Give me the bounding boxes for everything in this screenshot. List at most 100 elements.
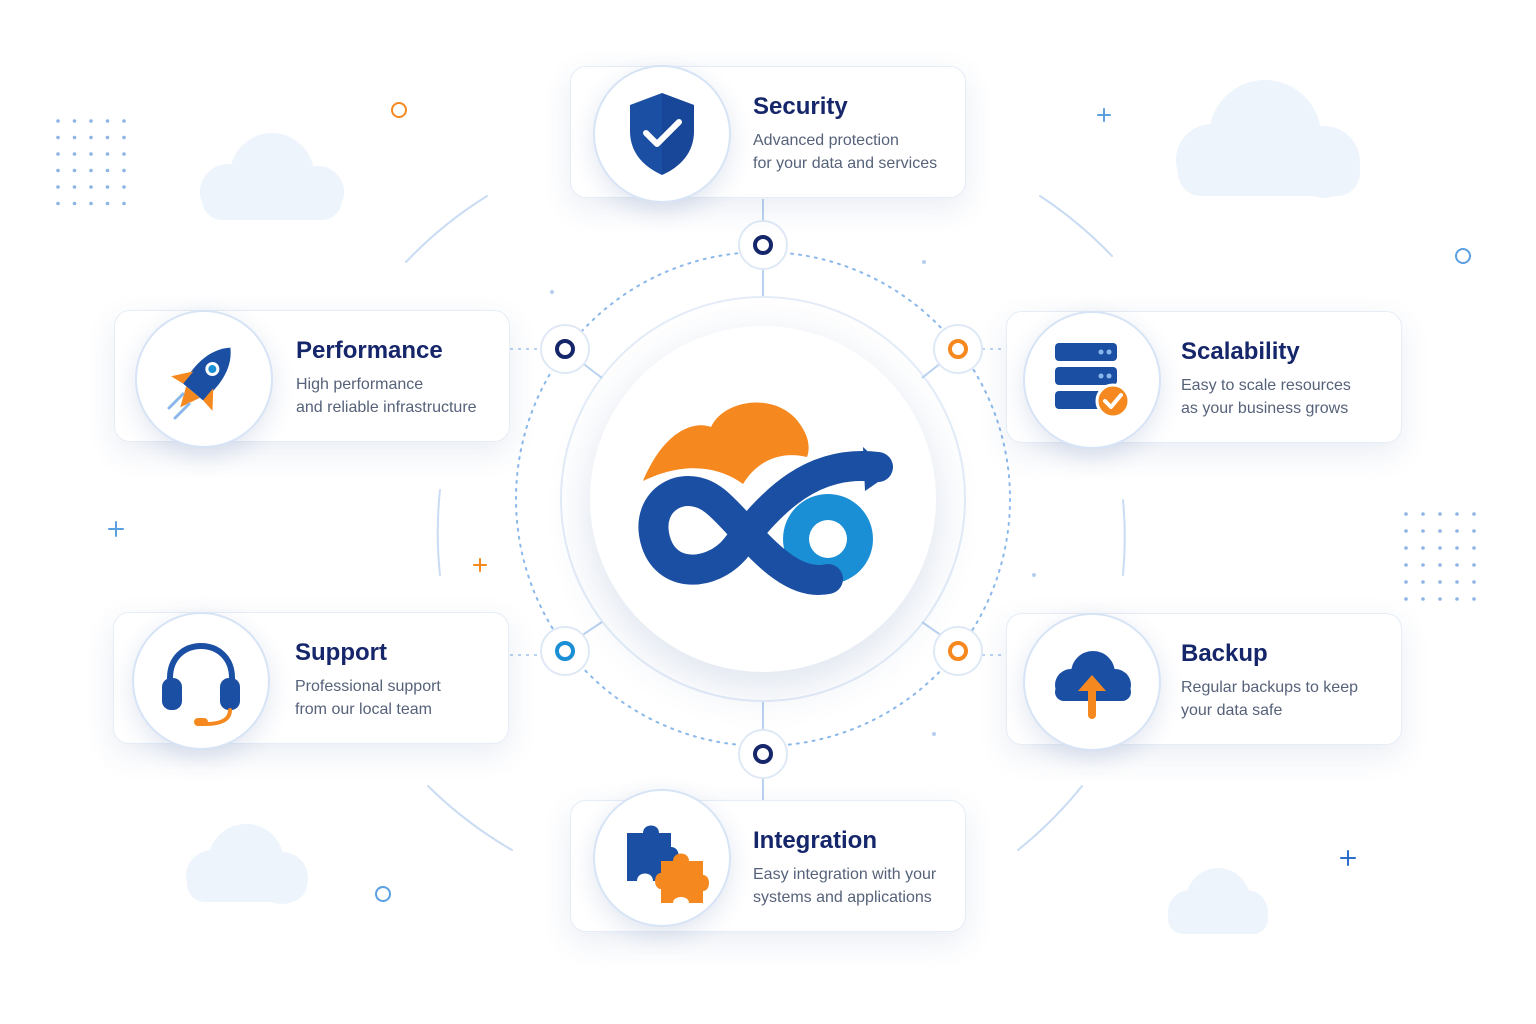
feature-card-integration: Integration Easy integration with your s… (570, 789, 968, 932)
card-description-line: Professional support (295, 678, 441, 695)
ring-decor-orange (391, 102, 407, 118)
dot-decor (105, 185, 110, 189)
card-icon-circle (135, 310, 273, 448)
dot-decor (72, 119, 77, 123)
cloud-upload-icon (1055, 651, 1131, 719)
dot-decor (105, 152, 110, 156)
dot-decor (1421, 597, 1425, 601)
dot-decor (1472, 580, 1476, 584)
card-description-line: your data safe (1181, 702, 1283, 719)
card-description-line: as your business grows (1181, 400, 1349, 417)
outer-dotted-ring (515, 251, 1011, 747)
dot-decor (1472, 512, 1476, 516)
dot-decor (72, 152, 77, 156)
arc-decor-top-left (405, 195, 488, 263)
dot-decor (56, 152, 60, 156)
arc-decor-right (1122, 499, 1126, 576)
dot-decor (56, 201, 60, 206)
arc-decor-bottom-right (1017, 785, 1083, 851)
dot-decor (56, 168, 60, 173)
dot-decor (56, 185, 60, 189)
sparkle-decor-3 (1032, 573, 1036, 577)
node-right-bottom (933, 626, 983, 676)
plus-decor-4 (1340, 850, 1356, 866)
sparkle-decor-4 (932, 732, 936, 736)
puzzle-pieces-icon (627, 825, 709, 903)
card-description: Easy to scale resources as your business… (1181, 374, 1396, 420)
card-description: Advanced protection for your data and se… (753, 129, 968, 175)
card-description-line: systems and applications (753, 889, 932, 906)
dot-decor (89, 119, 93, 123)
node-bottom (738, 729, 788, 779)
card-title: Backup (1181, 640, 1268, 667)
dot-decor (89, 168, 93, 173)
cloud-infinity-logo-icon (638, 402, 893, 595)
dot-decor (1455, 512, 1459, 516)
dot-decor (1404, 546, 1408, 550)
feature-card-security: Security Advanced protection for your da… (570, 65, 968, 203)
feature-card-scalability: Scalability Easy to scale resources as y… (1006, 311, 1402, 449)
dot-decor (89, 152, 93, 156)
connector-spoke-4 (921, 621, 943, 637)
dot-decor (1472, 546, 1476, 550)
card-icon-circle (593, 65, 731, 203)
card-title: Integration (753, 827, 877, 854)
card-description: Professional support from our local team (295, 675, 510, 721)
dot-decor (1421, 580, 1425, 584)
dot-decor (56, 119, 60, 123)
card-description-line: Advanced protection (753, 132, 899, 149)
dot-decor (1438, 580, 1442, 584)
dot-decor (1421, 563, 1425, 567)
ring-decor-blue-right (1455, 248, 1471, 264)
card-description-line: Easy integration with your (753, 866, 937, 883)
dot-decor (72, 201, 77, 206)
node-right-top (933, 324, 983, 374)
dot-decor (122, 119, 126, 123)
dot-decor (1455, 546, 1459, 550)
dot-decor (56, 135, 60, 140)
card-description-line: and reliable infrastructure (296, 399, 477, 416)
dot-decor (1421, 512, 1425, 516)
dot-decor (1455, 529, 1459, 533)
dot-decor (89, 185, 93, 189)
card-description-line: for your data and services (753, 155, 938, 172)
card-title: Security (753, 93, 848, 120)
dot-decor (122, 185, 126, 189)
dot-grid-decor-left (56, 119, 126, 206)
dot-decor (1472, 597, 1476, 601)
dot-decor (1438, 597, 1442, 601)
dot-decor (105, 201, 110, 206)
card-description: Easy integration with your systems and a… (753, 863, 968, 909)
dot-grid-decor-right (1404, 512, 1476, 601)
feature-card-performance: Performance High performance and reliabl… (114, 310, 510, 448)
dot-decor (89, 201, 93, 206)
dot-decor (1455, 580, 1459, 584)
dot-decor (1404, 512, 1408, 516)
server-stack-check-icon (1055, 343, 1131, 419)
card-description-line: from our local team (295, 701, 432, 718)
feature-card-backup: Backup Regular backups to keep your data… (1006, 613, 1402, 751)
arc-decor-bottom-left (427, 785, 513, 851)
sparkle-decor-1 (550, 290, 554, 294)
dot-decor (89, 135, 93, 140)
dot-decor (72, 168, 77, 173)
dot-decor (72, 185, 77, 189)
feature-card-support: Support Professional support from our lo… (113, 612, 510, 750)
card-description-line: High performance (296, 376, 424, 393)
dot-decor (1455, 563, 1459, 567)
inner-ring (560, 296, 966, 702)
node-left-bottom (540, 626, 590, 676)
card-title: Scalability (1181, 338, 1300, 365)
dot-decor (1472, 529, 1476, 533)
dot-decor (122, 168, 126, 173)
arc-decor-left (436, 489, 441, 576)
connector-spoke-1 (580, 361, 603, 379)
dot-decor (1421, 546, 1425, 550)
dot-decor (105, 135, 110, 140)
dot-decor (1404, 580, 1408, 584)
plus-decor-3 (473, 558, 487, 572)
plus-decor-1 (1097, 108, 1111, 122)
dot-decor (1404, 529, 1408, 533)
